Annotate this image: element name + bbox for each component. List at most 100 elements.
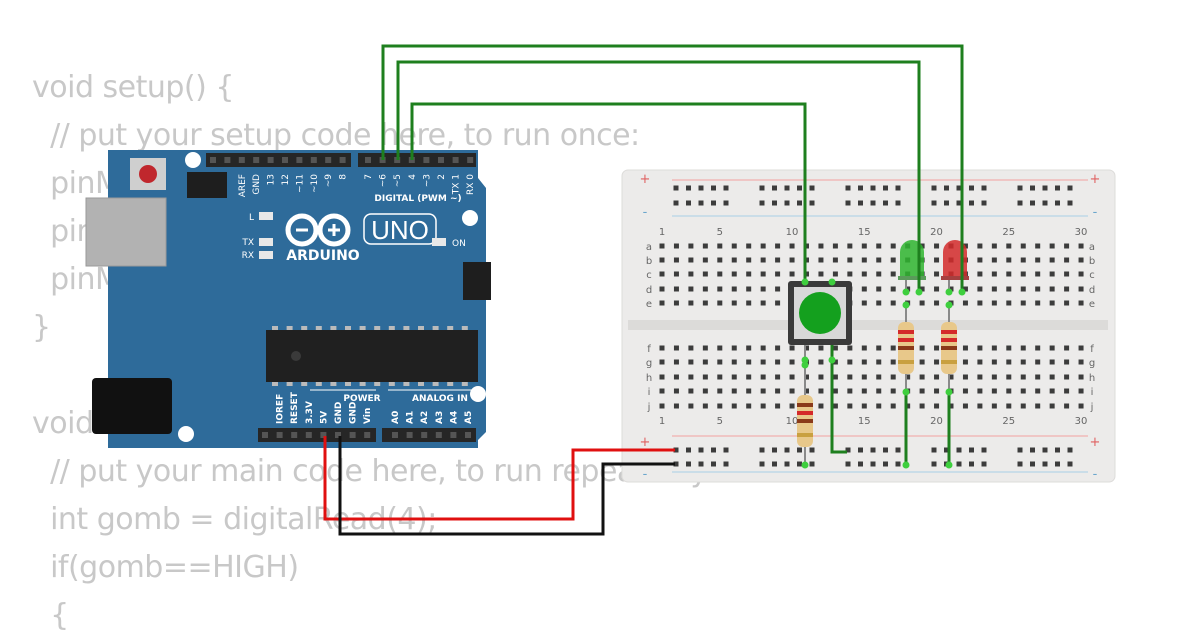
- column-number: 10: [786, 227, 799, 238]
- breadboard-hole: [775, 271, 781, 277]
- breadboard-hole: [746, 243, 752, 249]
- breadboard-hole: [847, 243, 853, 249]
- breadboard-hole: [876, 243, 882, 249]
- breadboard-hole: [760, 271, 766, 277]
- breadboard-hole: [1049, 271, 1055, 277]
- code-line: // put your setup code here, to run once…: [32, 118, 640, 153]
- breadboard-hole: [1006, 374, 1012, 380]
- header-pin[interactable]: [365, 157, 371, 163]
- breadboard-hole: [861, 257, 867, 263]
- header-pin[interactable]: [392, 432, 398, 438]
- header-pin[interactable]: [406, 432, 413, 438]
- header-pin[interactable]: [305, 432, 312, 438]
- icsp-header: [187, 172, 227, 198]
- breadboard-hole: [688, 271, 694, 277]
- rail-hole: [870, 461, 876, 467]
- rail-hole: [759, 185, 765, 191]
- header-pin[interactable]: [291, 432, 298, 438]
- header-pin[interactable]: [435, 432, 442, 438]
- header-pin[interactable]: [465, 432, 471, 438]
- header-pin[interactable]: [320, 432, 327, 438]
- breadboard-hole: [659, 359, 665, 365]
- breadboard-hole: [1006, 271, 1012, 277]
- header-pin[interactable]: [339, 157, 346, 163]
- breadboard-hole: [890, 271, 896, 277]
- wire-pin5-green-led: [396, 60, 921, 292]
- code-line: if(gomb==HIGH): [32, 550, 299, 585]
- breadboard-hole: [1064, 403, 1070, 409]
- power-pin-label: 3.3V: [305, 401, 315, 424]
- rail-hole: [809, 200, 815, 206]
- header-pin[interactable]: [421, 432, 428, 438]
- rail-hole: [1030, 185, 1035, 191]
- digital-header-right: [358, 153, 476, 167]
- breadboard-hole: [919, 374, 925, 380]
- rail-hole: [698, 461, 704, 467]
- power-pin-label: Vin: [363, 408, 373, 424]
- breadboard-hole: [1006, 257, 1012, 263]
- breadboard-hole: [688, 243, 694, 249]
- header-pin[interactable]: [325, 157, 332, 163]
- header-pin[interactable]: [452, 157, 459, 163]
- rail-hole: [723, 461, 729, 467]
- header-pin[interactable]: [210, 157, 216, 163]
- breadboard-hole: [948, 374, 954, 380]
- rail-hole: [698, 447, 704, 453]
- breadboard-hole: [659, 243, 665, 249]
- row-letter: j: [647, 402, 651, 413]
- breadboard-hole: [731, 388, 737, 394]
- breadboard-hole: [861, 374, 867, 380]
- breadboard-hole: [1035, 403, 1041, 409]
- header-pin[interactable]: [296, 157, 303, 163]
- row-letter: a: [1089, 242, 1095, 253]
- header-pin[interactable]: [262, 432, 268, 438]
- breadboard-hole: [673, 243, 679, 249]
- digital-pin-label: 8: [339, 174, 349, 180]
- header-pin[interactable]: [349, 432, 356, 438]
- digital-pin-label: ~10: [310, 174, 320, 193]
- breadboard-hole: [1078, 403, 1084, 409]
- rail-hole: [1067, 461, 1073, 467]
- header-pin[interactable]: [310, 157, 317, 163]
- rail-hole: [858, 447, 863, 453]
- rail-hole: [883, 185, 888, 191]
- header-pin[interactable]: [450, 432, 457, 438]
- rail-hole: [895, 461, 901, 467]
- rail-hole: [845, 185, 851, 191]
- header-pin[interactable]: [224, 157, 231, 163]
- breadboard-hole: [717, 286, 723, 292]
- breadboard-hole: [688, 286, 694, 292]
- push-button[interactable]: [788, 281, 852, 360]
- rail-hole: [784, 447, 790, 453]
- breadboard-hole: [760, 257, 766, 263]
- breadboard-hole: [1020, 286, 1026, 292]
- header-pin[interactable]: [423, 157, 430, 163]
- header-pin[interactable]: [253, 157, 260, 163]
- header-pin[interactable]: [438, 157, 444, 163]
- header-pin[interactable]: [467, 157, 474, 163]
- breadboard-hole: [977, 345, 983, 351]
- header-pin[interactable]: [267, 157, 274, 163]
- connection-dot: [801, 361, 809, 369]
- breadboard-hole: [717, 257, 723, 263]
- breadboard-hole: [1035, 345, 1041, 351]
- header-pin[interactable]: [335, 432, 341, 438]
- breadboard-hole: [1035, 388, 1041, 394]
- column-number: 30: [1075, 227, 1088, 238]
- rail-hole: [686, 185, 691, 191]
- breadboard-hole: [876, 257, 882, 263]
- header-pin[interactable]: [238, 157, 245, 163]
- breadboard-hole: [977, 388, 983, 394]
- breadboard-hole: [702, 257, 708, 263]
- wire-button-to-5v: [830, 345, 847, 454]
- breadboard-hole: [919, 345, 925, 351]
- header-pin[interactable]: [364, 432, 371, 438]
- breadboard-hole: [702, 403, 708, 409]
- breadboard-hole: [934, 257, 940, 263]
- header-pin[interactable]: [276, 432, 283, 438]
- header-pin[interactable]: [282, 157, 288, 163]
- breadboard-hole: [934, 243, 940, 249]
- breadboard-hole: [991, 257, 997, 263]
- rail-hole: [1030, 447, 1035, 453]
